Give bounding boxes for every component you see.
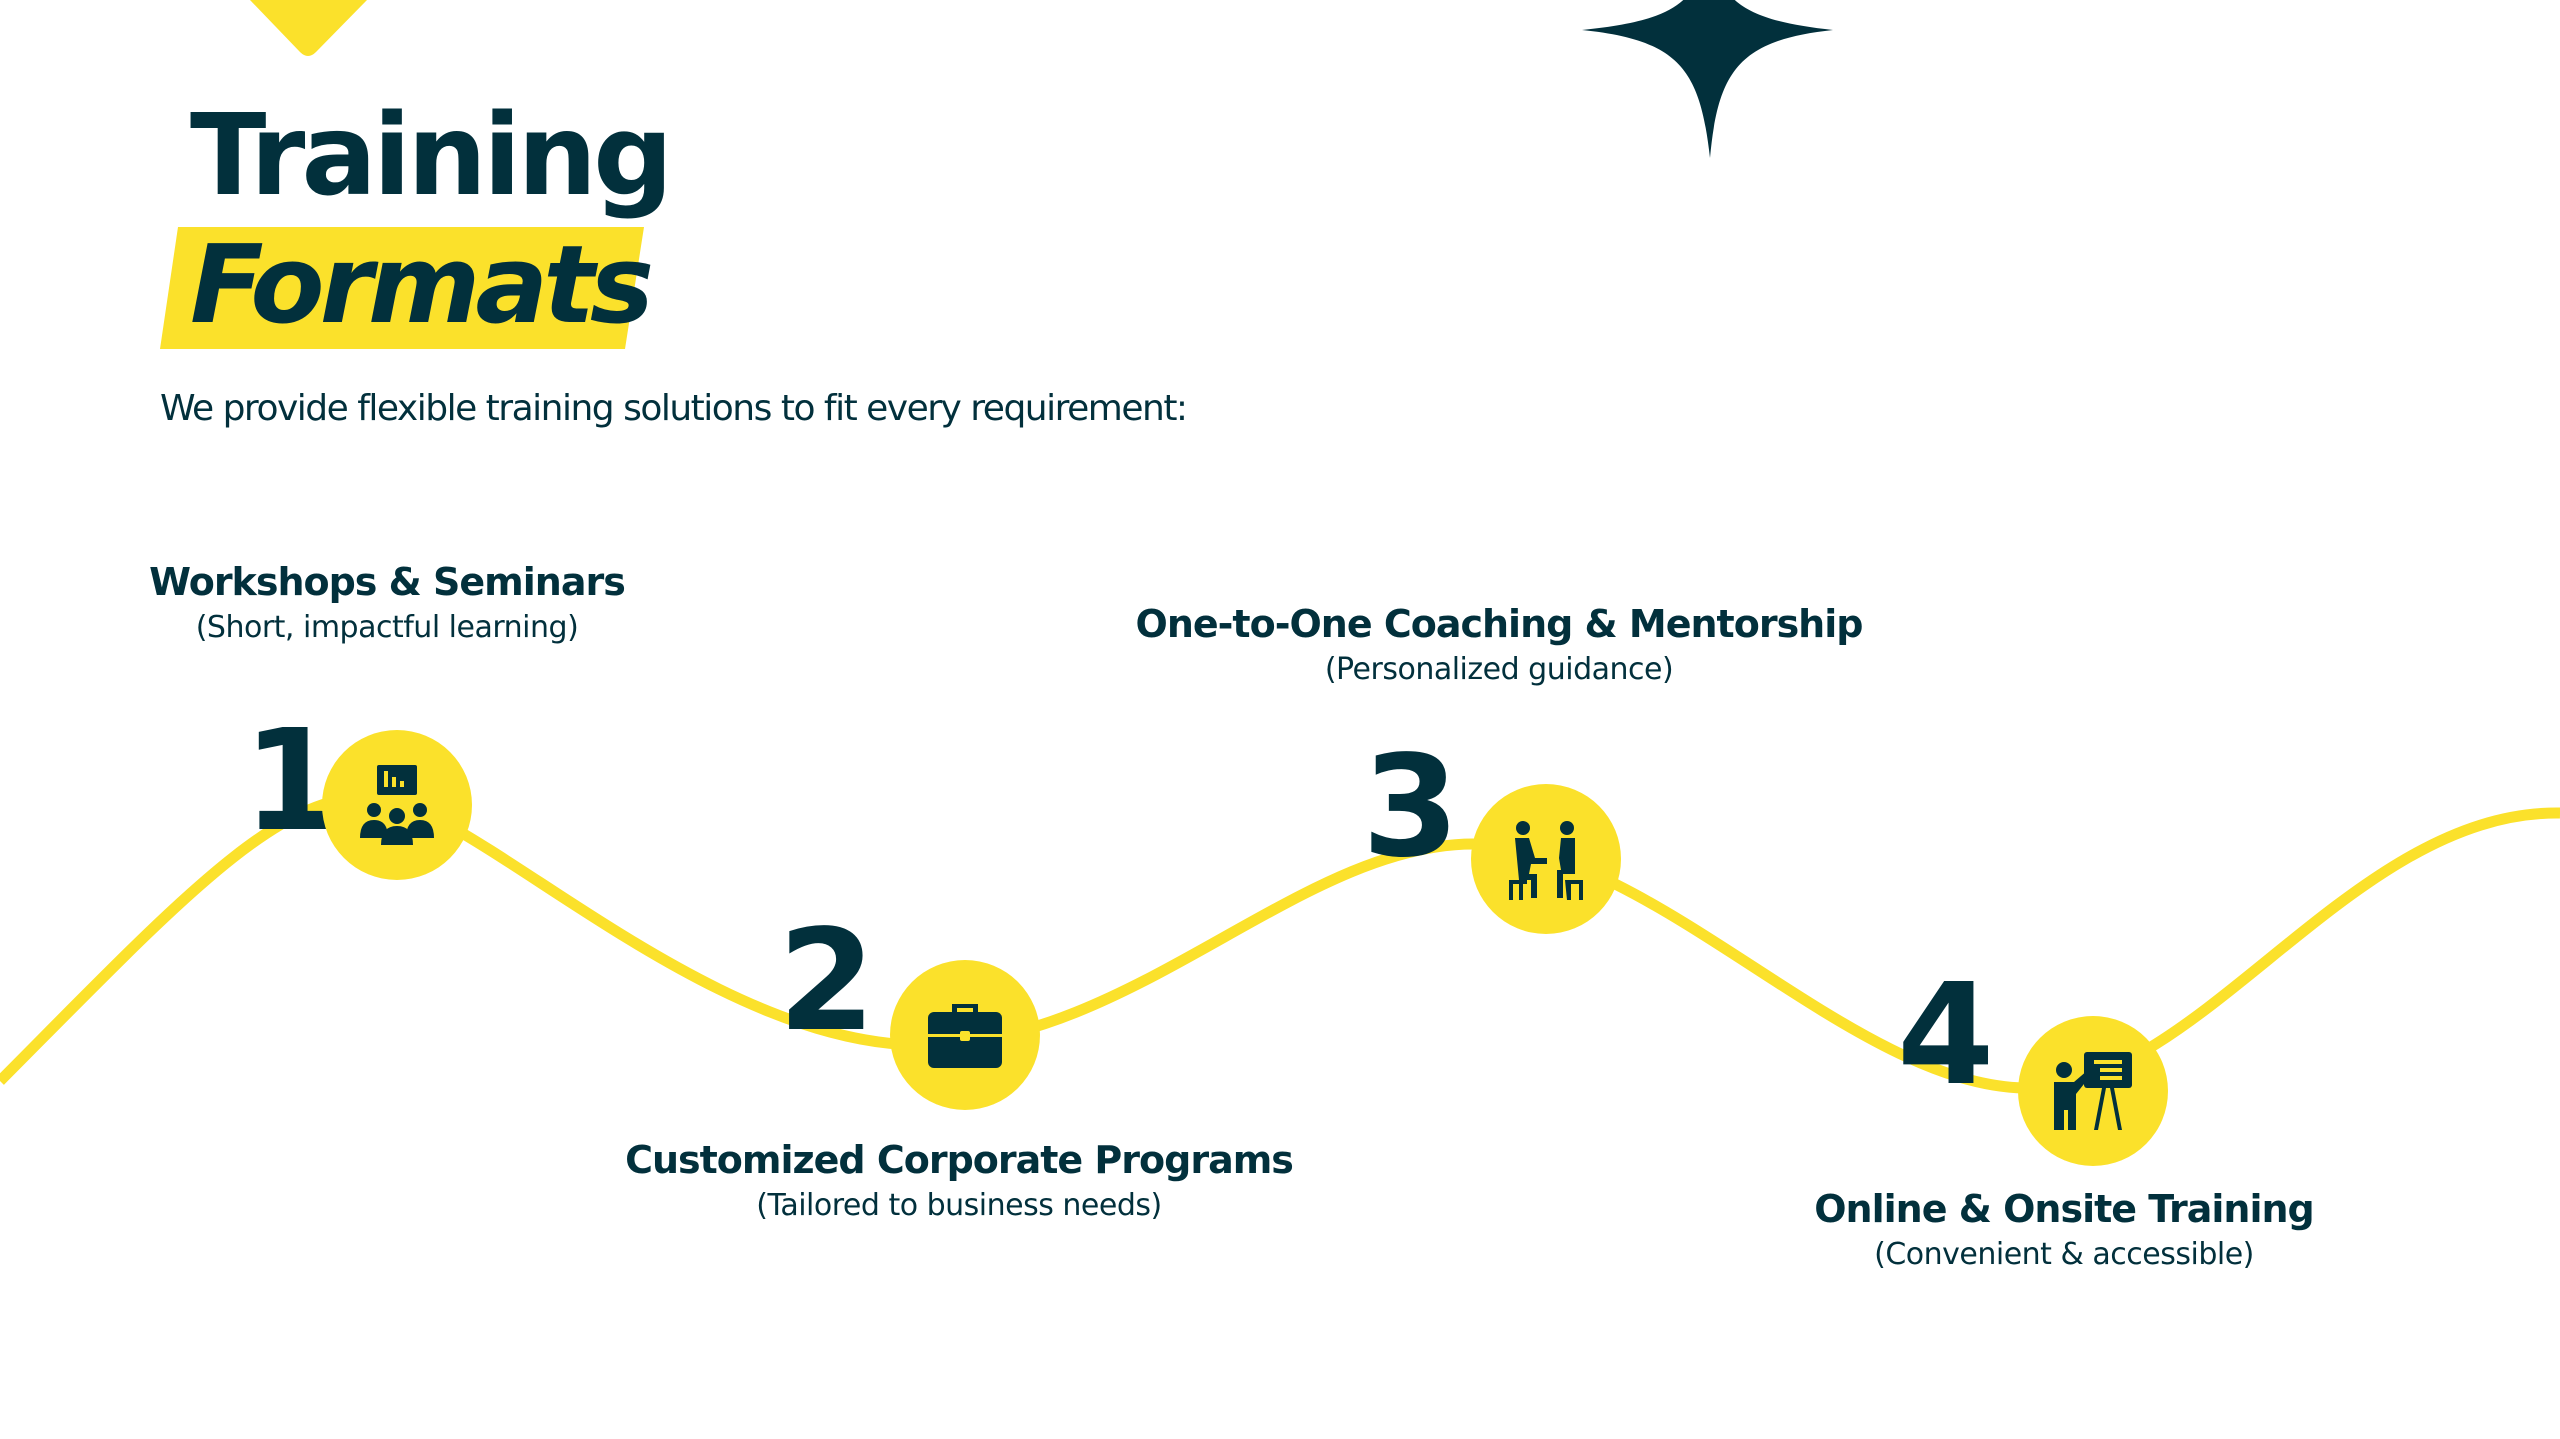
step-4-title: Online & Onsite Training (1814, 1187, 2314, 1231)
intro-text: We provide flexible training solutions t… (160, 388, 1188, 429)
step-3-label: One-to-One Coaching & Mentorship (Person… (1135, 602, 1864, 687)
presenter-board-icon (2054, 1052, 2132, 1130)
step-1-circle (322, 730, 472, 880)
step-1-subtitle: (Short, impactful learning) (195, 610, 579, 645)
step-1-title: Workshops & Seminars (149, 560, 626, 604)
step-4-subtitle: (Convenient & accessible) (1874, 1237, 2254, 1272)
title-training: Training (190, 91, 673, 221)
title-highlight (160, 227, 644, 349)
step-number-4: 4 (1897, 954, 1994, 1117)
step-4-circle (2018, 1016, 2168, 1166)
step-4-label: Online & Onsite Training (Convenient & a… (1814, 1187, 2314, 1272)
briefcase-icon (928, 1004, 1002, 1068)
title-formats: Formats (190, 223, 654, 348)
step-3-subtitle: (Personalized guidance) (1324, 652, 1674, 687)
yellow-triangle-decoration (250, 0, 367, 56)
step-2-title: Customized Corporate Programs (625, 1138, 1294, 1182)
two-people-talking-icon (1509, 821, 1583, 900)
step-2-label: Customized Corporate Programs (Tailored … (625, 1138, 1294, 1223)
step-number-1: 1 (243, 700, 340, 863)
audience-presentation-icon (360, 765, 434, 845)
step-3-title: One-to-One Coaching & Mentorship (1135, 602, 1864, 646)
step-2-subtitle: (Tailored to business needs) (756, 1188, 1162, 1223)
step-3-circle (1471, 784, 1621, 934)
step-number-3: 3 (1362, 726, 1459, 889)
step-1-label: Workshops & Seminars (Short, impactful l… (149, 560, 626, 645)
star-decoration (1582, 0, 1833, 158)
step-number-2: 2 (778, 900, 875, 1063)
step-2-circle (890, 960, 1040, 1110)
